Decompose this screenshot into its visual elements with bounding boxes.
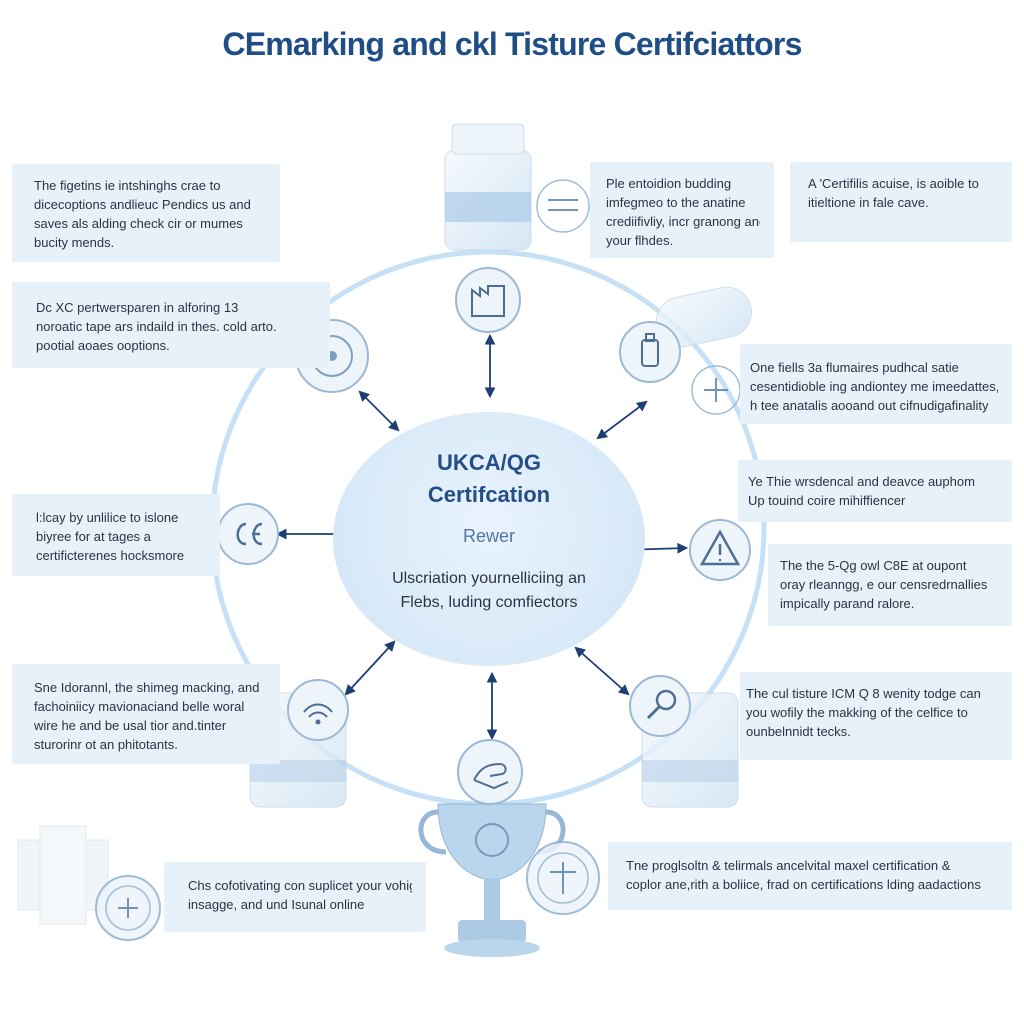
- arrow-upper-left: [358, 390, 400, 432]
- hands-icon: [457, 739, 523, 805]
- info-box-mid-left-2: l:lcay by unlilice to islone biyree for …: [12, 494, 220, 576]
- box-line: you wofily the makking of the celfice to: [746, 705, 968, 720]
- box-line: saves als alding check cir or mumes: [34, 216, 243, 231]
- center-subtitle: Rewer: [462, 526, 515, 546]
- jar-top-decoration: [444, 123, 532, 251]
- center-hub: UKCA/QG Certifcation Rewer Ulscriation y…: [333, 412, 645, 666]
- arrow-upper-right: [596, 400, 648, 440]
- box-line: The the 5-Qg owl C8E at oupont: [780, 558, 967, 573]
- box-line: Ye Thie wrsdencal and deavce auphom: [748, 474, 975, 489]
- seal-icon: [95, 875, 161, 941]
- box-line: wire he and be usal tior and.tinter: [34, 718, 227, 733]
- box-line: ounbelnnidt tecks.: [746, 724, 851, 739]
- info-box-lower-left: Sne Idorannl, the shimeg macking, and fa…: [12, 664, 280, 764]
- info-box-bottom-right: Tne proglsoltn & telirmals ancelvital ma…: [608, 842, 1012, 910]
- seal-top-center-icon: [536, 179, 590, 233]
- arrow-lower-left: [344, 640, 396, 696]
- box-line: One fiells 3a flumaires pudhcal satie: [750, 360, 959, 375]
- box-line: Dc XC pertwersparen in alforing 13: [36, 300, 239, 315]
- center-description-line1: Ulscriation yournelliciing an: [392, 570, 586, 587]
- box-line: Ple entoidion budding: [606, 176, 732, 191]
- info-box-top-left: The figetins ie intshinghs crae to dicec…: [12, 164, 280, 262]
- warning-icon: [689, 519, 751, 581]
- box-line: itieltione in fale cave.: [808, 195, 929, 210]
- ce-mark-icon: [217, 503, 279, 565]
- box-line: pootial aoaes ooptions.: [36, 338, 170, 353]
- info-box-top-center: Ple entoidion budding imfegmeo to the an…: [590, 162, 774, 258]
- center-description-line2: Flebs, luding comfiectors: [400, 594, 578, 611]
- info-box-mid-left-1: Dc XC pertwersparen in alforing 13 noroa…: [12, 282, 330, 368]
- box-line: imfegmeo to the anatine: [606, 195, 746, 210]
- box-line: biyree for at tages a: [36, 529, 151, 544]
- box-line: sturorinr ot an phitotants.: [34, 737, 178, 752]
- box-line: fachoiniicy mavionaciand belle woral: [34, 699, 245, 714]
- box-line: bucity mends.: [34, 235, 115, 250]
- box-line: noroatic tape ars indaild in thes. cold …: [36, 319, 277, 334]
- box-line: insagge, and und Isunal online: [188, 897, 365, 912]
- box-line: impically parand ralore.: [780, 596, 915, 611]
- box-line: Sne Idorannl, the shimeg macking, and: [34, 680, 260, 695]
- bottle-icon: [619, 321, 681, 383]
- box-line: The cul tisture ICM Q 8 wenity todge can: [746, 686, 981, 701]
- box-line: cesentidioble ing andiontey me imeedatte…: [750, 379, 998, 394]
- info-box-bottom-left: Chs cofotivating con suplicet your vohig…: [164, 862, 426, 932]
- box-line: Tne proglsoltn & telirmals ancelvital ma…: [626, 858, 951, 873]
- info-box-mid-right-1: One fiells 3a flumaires pudhcal satie ce…: [740, 344, 1012, 424]
- arrow-lower-right: [574, 646, 630, 696]
- page-title: CEmarking and ckl Tisture Certifciattors: [222, 26, 802, 62]
- box-line: dicecoptions andlieuc Pendics us and: [34, 197, 251, 212]
- box-line: certificterenes hocksmore: [36, 548, 185, 563]
- connector-bottom-left-decoration: [17, 825, 109, 925]
- box-line: l:lcay by unlilice to islone: [36, 510, 179, 525]
- seal-right-icon: [526, 841, 600, 915]
- box-line: crediifivliy, incr granong and: [606, 214, 760, 229]
- info-box-mid-right-3: The the 5-Qg owl C8E at oupont oray rlea…: [768, 544, 1012, 626]
- wifi-icon: [287, 679, 349, 741]
- factory-icon: [455, 267, 521, 333]
- info-box-mid-right-2: Ye Thie wrsdencal and deavce auphom Up t…: [738, 460, 1012, 522]
- box-line: h tee anatalis aooand out cifnudigafinal…: [750, 398, 989, 413]
- box-line: coplor ane,rith a boliice, frad on certi…: [626, 877, 981, 892]
- box-line: Up touind coire mihiffiencer: [748, 493, 906, 508]
- box-line: The figetins ie intshinghs crae to: [34, 178, 221, 193]
- center-heading-line2: Certifcation: [427, 482, 551, 507]
- magnifier-icon: [629, 675, 691, 737]
- box-line: your flhdes.: [606, 233, 674, 248]
- center-heading-line1: UKCA/QG: [437, 450, 541, 475]
- info-box-lower-right: The cul tisture ICM Q 8 wenity todge can…: [740, 672, 1012, 760]
- box-line: Chs cofotivating con suplicet your vohig…: [188, 878, 412, 893]
- box-line: oray rleanngg, e our censredrnallies: [780, 577, 988, 592]
- info-box-top-right: A 'Certifilis acuise, is aoible to itiel…: [790, 162, 1012, 242]
- box-line: A 'Certifilis acuise, is aoible to: [808, 176, 979, 191]
